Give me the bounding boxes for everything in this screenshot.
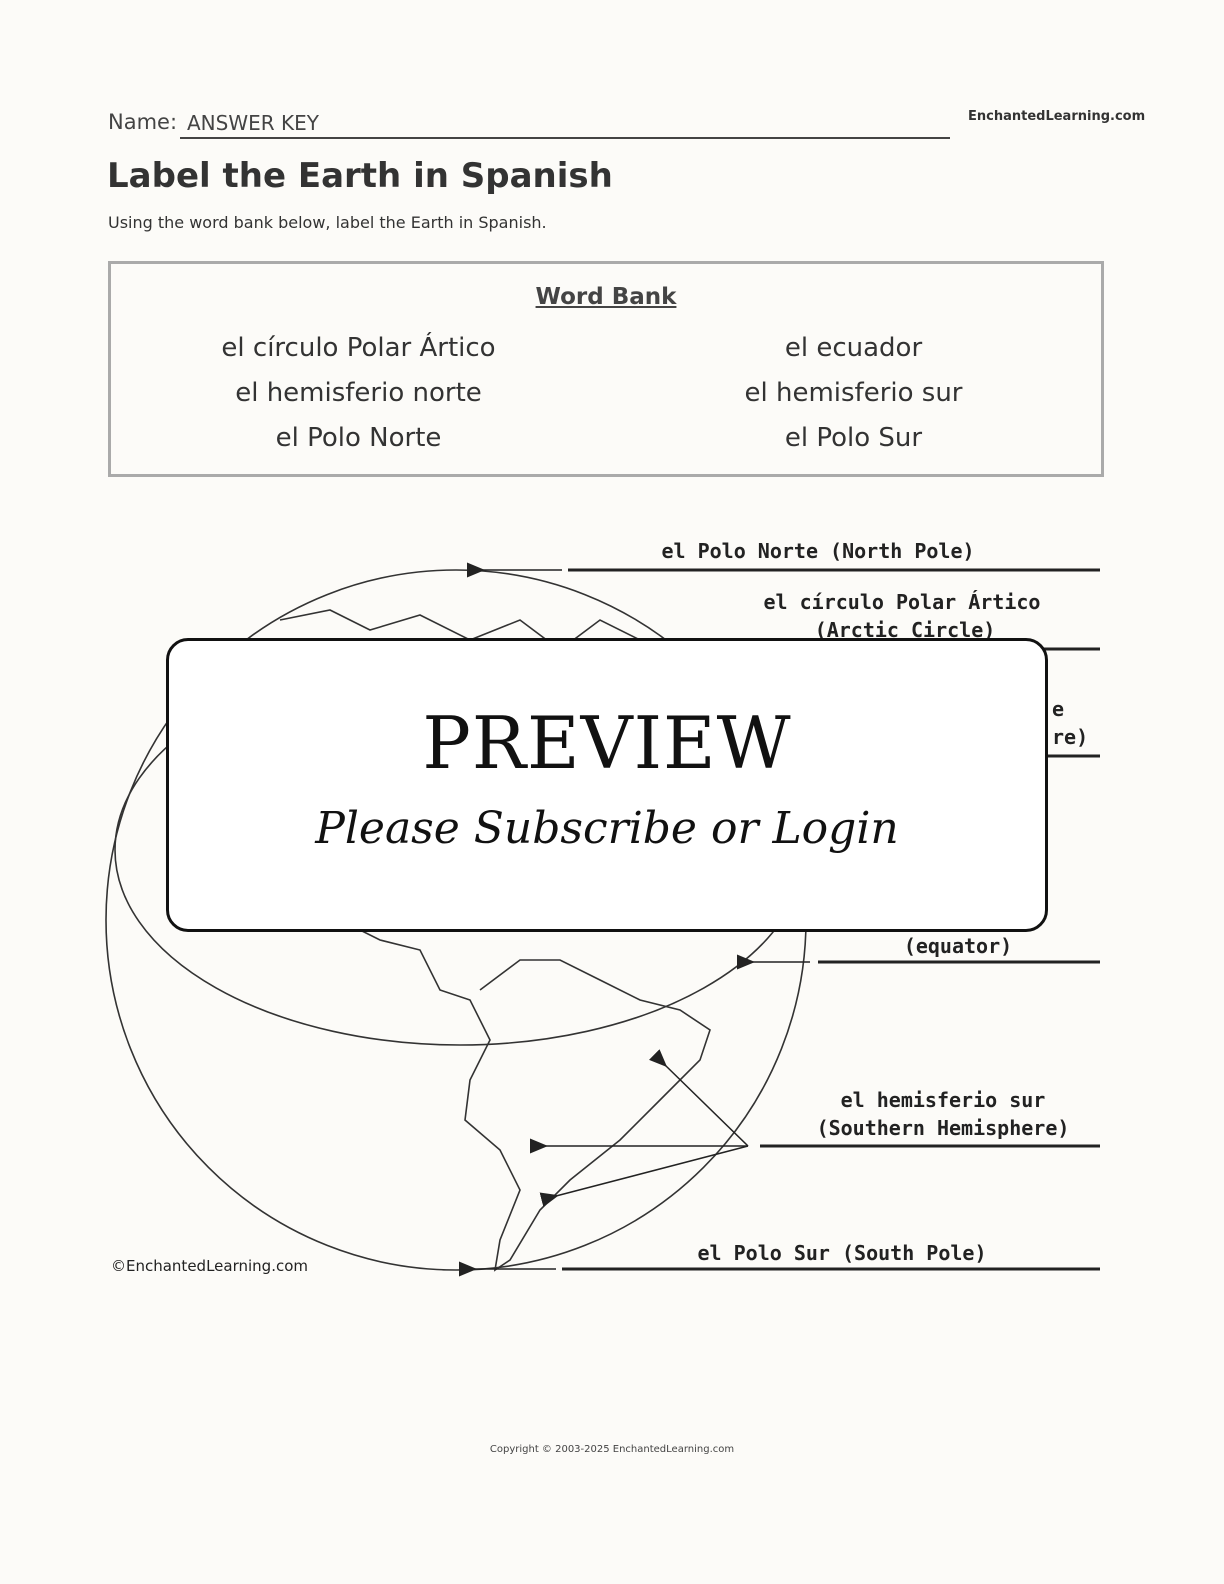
name-label: Name: <box>108 110 178 134</box>
label-southern-hemisphere: el hemisferio sur <box>841 1088 1046 1112</box>
word-bank-item: el hemisferio norte <box>235 378 482 408</box>
instructions: Using the word bank below, label the Ear… <box>108 213 547 232</box>
preview-overlay[interactable]: PREVIEW Please Subscribe or Login <box>166 638 1048 932</box>
label-northern-hemisphere-en-fragment: re) <box>1052 725 1088 749</box>
footer-copyright: Copyright © 2003-2025 EnchantedLearning.… <box>489 1444 735 1455</box>
page-title: Label the Earth in Spanish <box>107 156 613 196</box>
label-north-pole: el Polo Norte (North Pole) <box>661 539 974 563</box>
word-bank-item: el hemisferio sur <box>744 378 963 408</box>
name-underline <box>180 137 950 139</box>
subscribe-login-prompt[interactable]: Please Subscribe or Login <box>315 803 899 854</box>
word-bank-right-column: el ecuador el hemisferio sur el Polo Sur <box>606 326 1101 461</box>
word-bank-title: Word Bank <box>535 284 677 310</box>
brand-logo-text: EnchantedLearning.com <box>968 109 1146 124</box>
label-equator-en: (equator) <box>904 934 1012 958</box>
word-bank-item: el ecuador <box>784 333 923 363</box>
word-bank-item: el círculo Polar Ártico <box>221 333 496 363</box>
preview-title: PREVIEW <box>422 701 792 785</box>
word-bank-left-column: el círculo Polar Ártico el hemisferio no… <box>111 326 606 461</box>
name-value: ANSWER KEY <box>187 111 319 135</box>
word-bank-item: el Polo Norte <box>275 423 442 453</box>
label-arctic-circle: el círculo Polar Ártico <box>764 590 1041 614</box>
word-bank: Word Bank el círculo Polar Ártico el hem… <box>108 261 1104 477</box>
label-south-pole: el Polo Sur (South Pole) <box>698 1241 987 1265</box>
label-southern-hemisphere-en: (Southern Hemisphere) <box>817 1116 1070 1140</box>
diagram-copyright: ©EnchantedLearning.com <box>111 1257 308 1275</box>
word-bank-item: el Polo Sur <box>784 423 923 453</box>
label-northern-hemisphere-fragment: e <box>1052 697 1064 721</box>
